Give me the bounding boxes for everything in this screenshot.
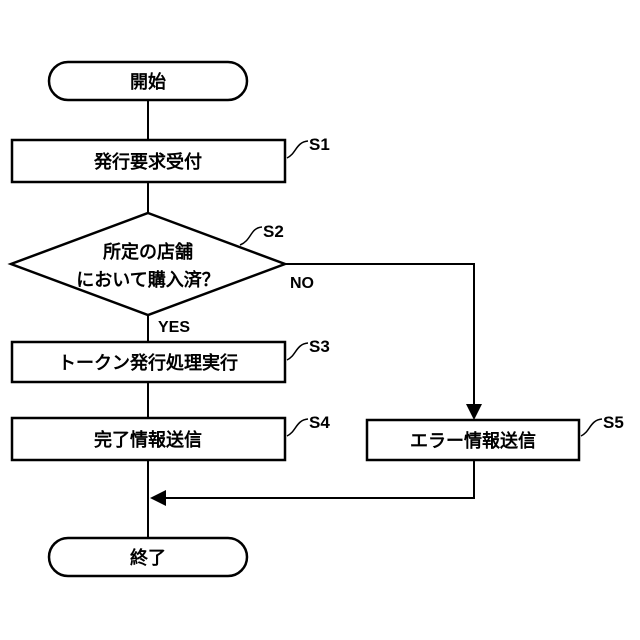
step-s1-leader bbox=[287, 141, 308, 158]
step-s4-id: S4 bbox=[309, 413, 330, 432]
step-s3-label: トークン発行処理実行 bbox=[58, 352, 238, 374]
end-terminal: 終了 bbox=[49, 538, 247, 576]
decision-s2-leader bbox=[240, 227, 262, 245]
step-s3: トークン発行処理実行 S3 bbox=[12, 337, 330, 382]
start-terminal: 開始 bbox=[49, 62, 247, 100]
step-s5: エラー情報送信 S5 bbox=[367, 413, 624, 460]
end-label: 終了 bbox=[130, 547, 166, 569]
arrowhead-down bbox=[466, 404, 482, 420]
branch-no-label: NO bbox=[290, 275, 314, 292]
step-s1-id: S1 bbox=[309, 135, 330, 154]
step-s4-leader bbox=[287, 419, 308, 436]
start-label: 開始 bbox=[130, 71, 166, 93]
step-s1-label: 発行要求受付 bbox=[93, 151, 202, 173]
decision-s2: 所定の店舗 において購入済？ S2 NO YES bbox=[11, 213, 314, 336]
step-s5-leader bbox=[581, 419, 602, 436]
step-s5-label: エラー情報送信 bbox=[410, 430, 536, 452]
step-s1: 発行要求受付 S1 bbox=[12, 135, 330, 182]
decision-s2-id: S2 bbox=[263, 222, 284, 241]
decision-s2-label-line2: において購入済？ bbox=[76, 269, 219, 291]
step-s3-id: S3 bbox=[309, 337, 330, 356]
arrowhead-left bbox=[150, 490, 166, 506]
step-s3-leader bbox=[287, 343, 308, 360]
step-s5-id: S5 bbox=[603, 413, 624, 432]
branch-yes-label: YES bbox=[158, 319, 190, 336]
step-s4: 完了情報送信 S4 bbox=[12, 413, 330, 460]
step-s4-label: 完了情報送信 bbox=[94, 429, 202, 451]
connector-s5-merge bbox=[166, 460, 474, 498]
decision-s2-label-line1: 所定の店舗 bbox=[103, 241, 193, 263]
